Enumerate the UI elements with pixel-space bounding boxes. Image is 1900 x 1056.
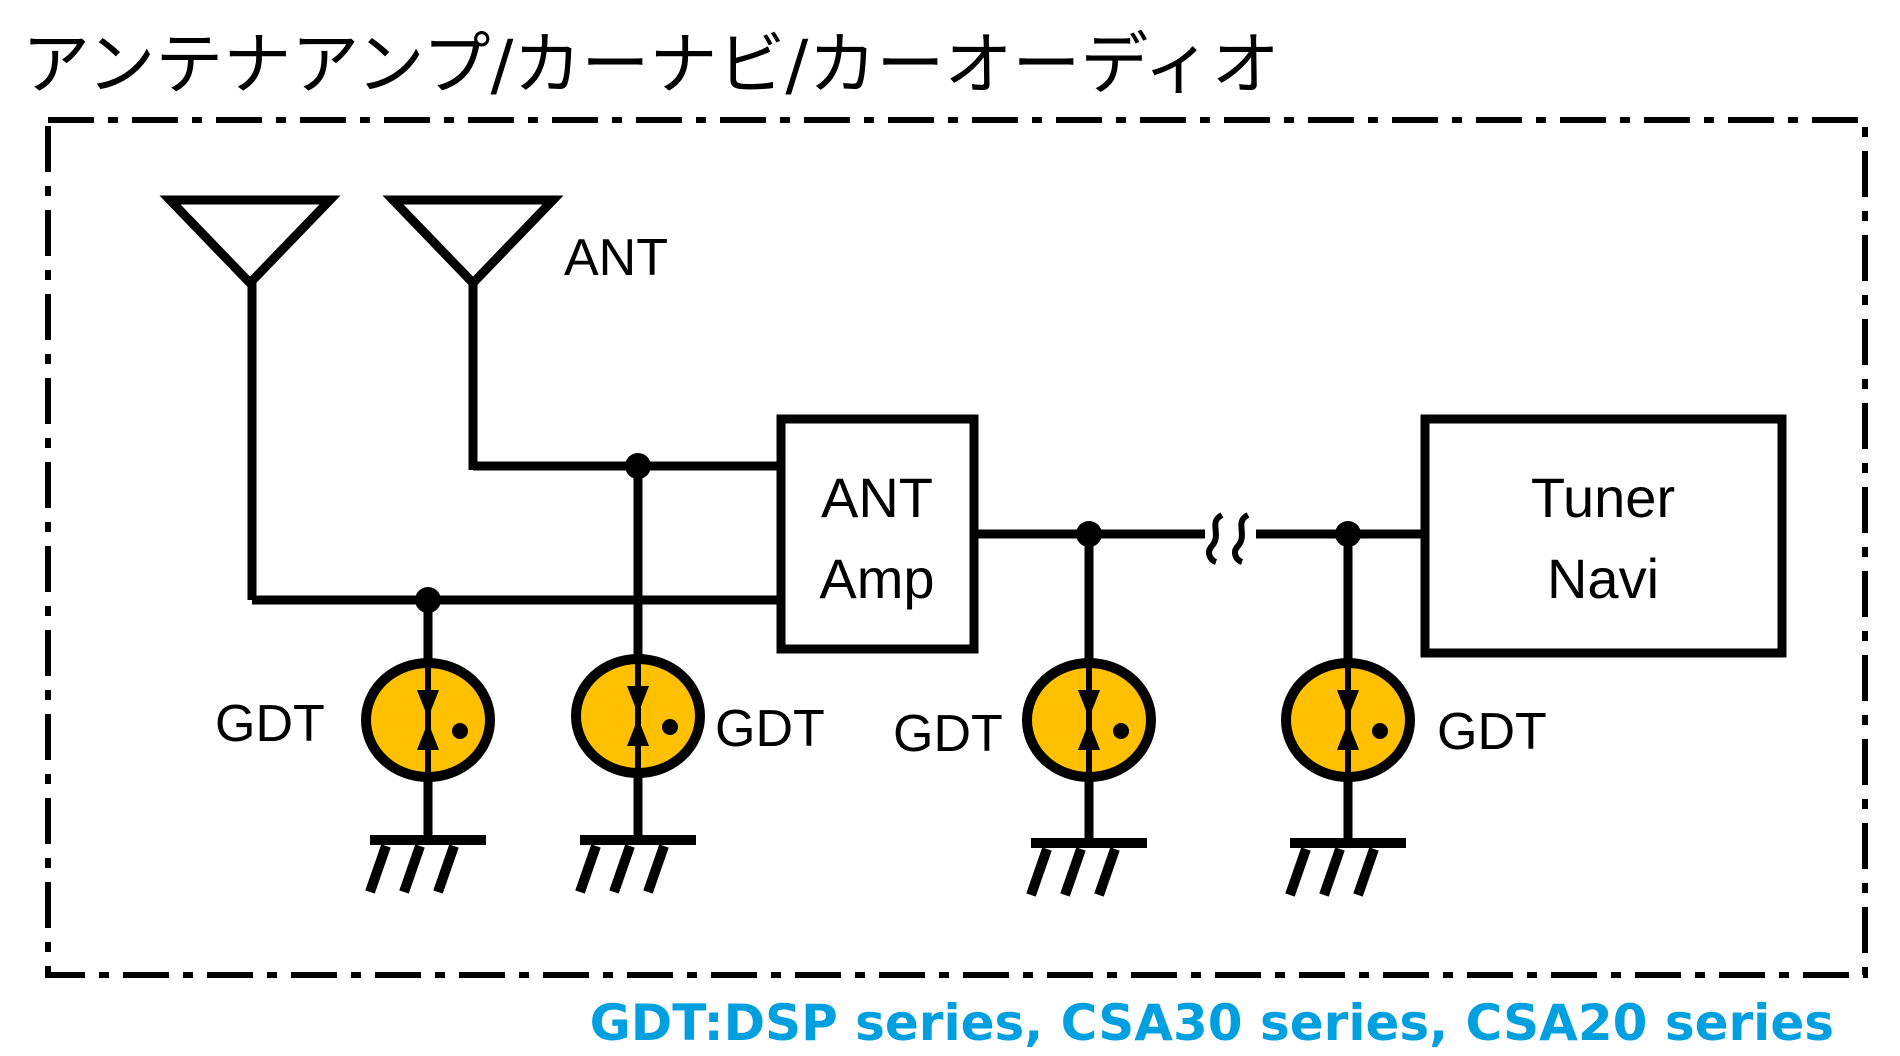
diagram-title: アンテナアンプ/カーナビ/カーオーディオ	[22, 26, 1280, 105]
ant-amp-label-line1: ANT	[821, 466, 933, 529]
gdt-label-2: GDT	[715, 700, 825, 758]
tuner-navi-label-line2: Navi	[1547, 547, 1659, 610]
antenna-right-symbol	[382, 195, 564, 470]
gdt-symbol-1	[361, 600, 495, 894]
tuner-navi-label-line1: Tuner	[1531, 466, 1675, 529]
gdt-label-4: GDT	[1437, 703, 1547, 761]
gdt-symbol-3	[1022, 534, 1156, 897]
gdt-series-footer: GDT:DSP series, CSA30 series, CSA20 seri…	[590, 994, 1834, 1052]
gdt-symbol-2	[571, 466, 705, 894]
ant-amp-box	[776, 414, 979, 654]
gdt-symbol-4	[1281, 534, 1415, 897]
antenna-label: ANT	[564, 229, 668, 287]
antenna-left-symbol	[159, 195, 341, 600]
gdt-layer	[361, 466, 1415, 897]
gdt-label-1: GDT	[215, 695, 325, 753]
tuner-navi-box	[1420, 414, 1787, 658]
wire-break-symbol	[1206, 512, 1250, 565]
system-boundary	[45, 117, 1868, 978]
ant-amp-label-line2: Amp	[819, 547, 934, 610]
gdt-label-3: GDT	[893, 705, 1003, 763]
